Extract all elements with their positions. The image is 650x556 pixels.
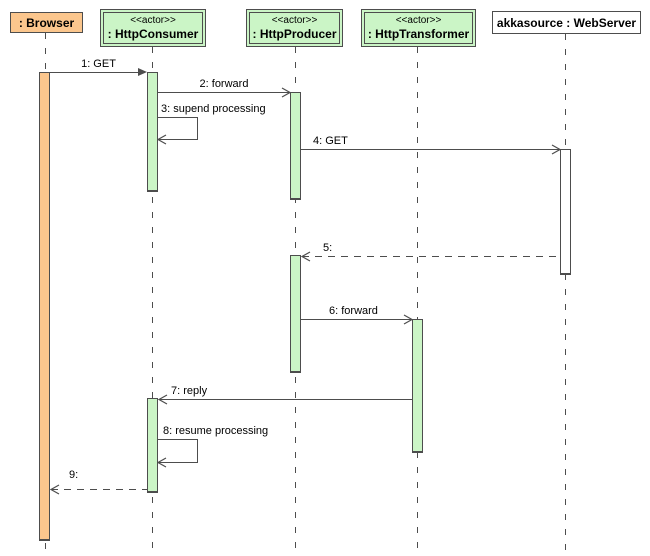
lifeline-name: : Browser (18, 15, 75, 30)
message-7-line (159, 399, 412, 400)
stereotype-label: <<actor>> (395, 15, 442, 26)
open-arrowhead-icon (301, 251, 311, 262)
message-1-line (50, 72, 139, 73)
activation-httpconsumer-2 (147, 398, 158, 493)
message-4-line (301, 149, 560, 150)
lifeline-head-httpconsumer: <<actor>> : HttpConsumer (100, 9, 206, 47)
open-arrowhead-icon (551, 144, 561, 155)
activation-httpproducer-2 (290, 255, 301, 373)
open-arrowhead-icon (157, 134, 167, 145)
message-3-self-loop (158, 117, 198, 140)
activation-webserver (560, 149, 571, 275)
message-8-self-loop (158, 439, 198, 463)
lifeline-httptransformer (417, 47, 418, 553)
message-5-line (302, 256, 560, 257)
lifeline-name: : HttpTransformer (367, 27, 470, 41)
lifeline-head-httptransformer: <<actor>> : HttpTransformer (361, 9, 476, 47)
message-1-label: 1: GET (81, 58, 116, 70)
message-6-label: 6: forward (329, 305, 378, 317)
lifeline-name: akkasource : WebServer (496, 15, 637, 30)
message-2-label: 2: forward (199, 78, 249, 90)
lifeline-head-browser: : Browser (10, 12, 83, 33)
stereotype-label: <<actor>> (271, 15, 318, 26)
filled-arrowhead-icon (138, 68, 147, 76)
lifeline-name: : HttpProducer (252, 27, 337, 41)
message-7-label: 7: reply (171, 385, 208, 397)
lifeline-webserver (565, 34, 566, 553)
message-8-label: 8: resume processing (163, 425, 269, 437)
message-4-label: 4: GET (313, 135, 348, 147)
stereotype-label: <<actor>> (130, 15, 176, 26)
lifeline-head-webserver: akkasource : WebServer (492, 11, 641, 34)
open-arrowhead-icon (403, 314, 413, 325)
open-arrowhead-icon (281, 87, 291, 98)
message-9-line (51, 489, 147, 490)
lifeline-httpconsumer (152, 47, 153, 553)
lifeline-name: : HttpConsumer (107, 27, 199, 41)
message-5-label: 5: (323, 242, 333, 254)
message-6-line (301, 319, 412, 320)
message-3-label: 3: supend processing (161, 103, 266, 115)
activation-httpconsumer-1 (147, 72, 158, 192)
activation-httptransformer (412, 319, 423, 453)
message-2-line (158, 92, 290, 93)
open-arrowhead-icon (158, 394, 168, 405)
open-arrowhead-icon (157, 457, 167, 468)
message-9-label: 9: (69, 469, 79, 481)
open-arrowhead-icon (50, 484, 60, 495)
lifeline-head-httpproducer: <<actor>> : HttpProducer (246, 9, 343, 47)
activation-browser (39, 72, 50, 541)
activation-httpproducer-1 (290, 92, 301, 200)
